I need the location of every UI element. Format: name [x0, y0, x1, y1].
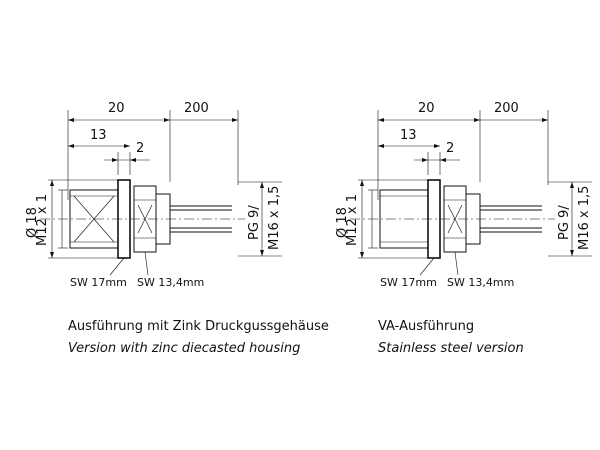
dim-cable-length: 200 [494, 101, 519, 116]
dim-flange-thickness: 2 [446, 141, 454, 156]
zinc-housing-drawing: 20 200 13 2 Ø 18 M12 x 1 PG 9/ M16 x 1,5… [25, 101, 329, 356]
wrench-size-1: SW 17mm [70, 276, 127, 289]
dim-m16-thread: M16 x 1,5 [577, 186, 592, 250]
dim-m16-thread: M16 x 1,5 [267, 186, 282, 250]
dim-diameter: Ø 18 [335, 207, 350, 238]
stainless-steel-drawing: 20 200 13 2 Ø 18 M12 x 1 PG 9/ M16 x 1,5… [335, 101, 592, 356]
dimension-lines [358, 110, 592, 259]
connector-body [40, 179, 245, 259]
caption-english: Version with zinc diecasted housing [68, 341, 300, 356]
caption-english: Stainless steel version [378, 341, 524, 356]
caption-german: Ausführung mit Zink Druckgussgehäuse [68, 319, 329, 334]
dim-cable-length: 200 [184, 101, 209, 116]
dim-front-length: 13 [400, 128, 417, 143]
wrench-size-2: SW 13,4mm [137, 276, 204, 289]
wrench-size-2: SW 13,4mm [447, 276, 514, 289]
caption-german: VA-Ausführung [378, 319, 474, 334]
dim-thread: M12 x 1 [345, 194, 360, 246]
dim-overall-length: 20 [418, 101, 435, 116]
dim-diameter: Ø 18 [25, 207, 40, 238]
dim-front-length: 13 [90, 128, 107, 143]
dim-thread: M12 x 1 [35, 194, 50, 246]
connector-body [350, 179, 555, 259]
dim-pg-thread: PG 9/ [557, 205, 572, 240]
dimension-lines [48, 110, 282, 259]
dim-pg-thread: PG 9/ [247, 205, 262, 240]
dim-flange-thickness: 2 [136, 141, 144, 156]
dim-overall-length: 20 [108, 101, 125, 116]
wrench-size-1: SW 17mm [380, 276, 437, 289]
